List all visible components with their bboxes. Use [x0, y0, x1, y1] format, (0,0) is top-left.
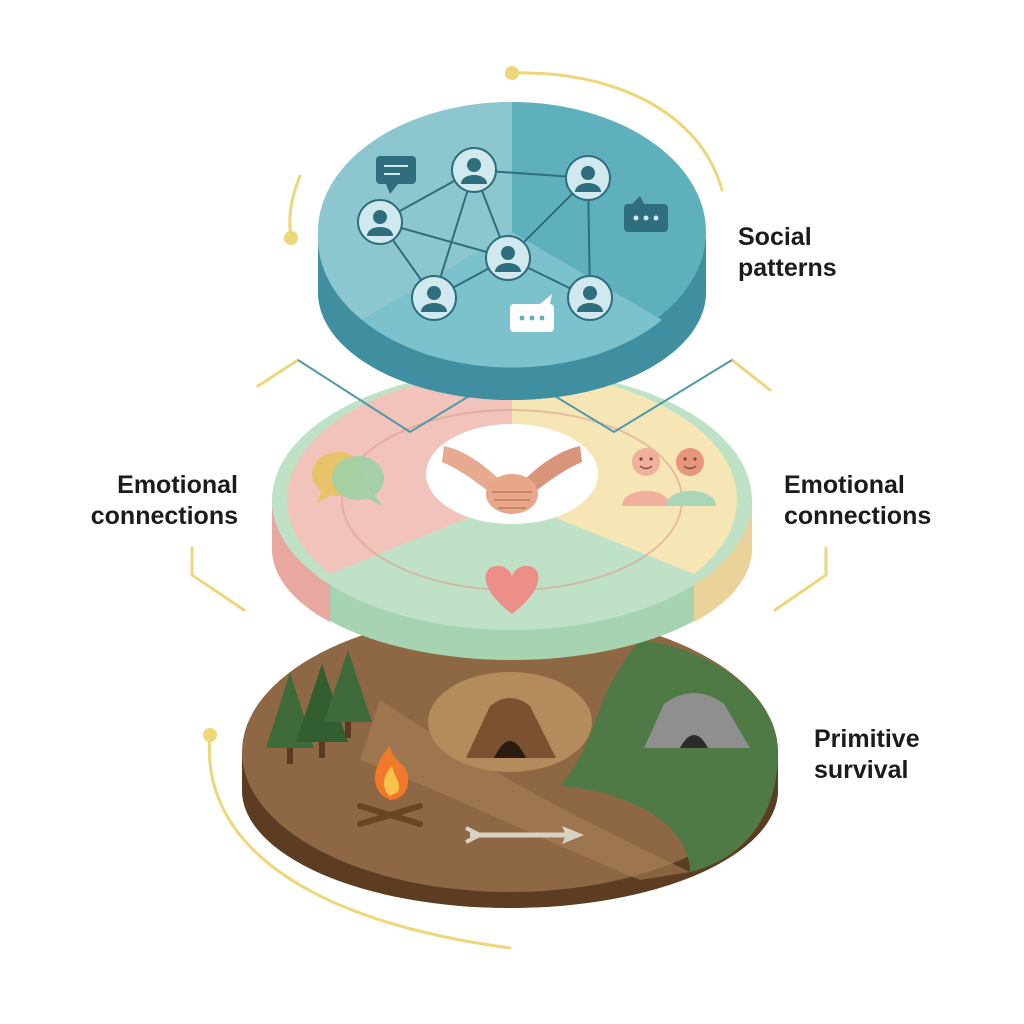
connector-left-mid	[190, 546, 246, 612]
tree-icon	[266, 650, 372, 764]
arrow-icon	[465, 826, 584, 844]
chat-icon	[624, 196, 668, 232]
person-icon	[451, 147, 497, 193]
primitive-survival-layer	[242, 612, 778, 908]
rock-cave-icon	[644, 693, 750, 748]
label-line: Social	[738, 223, 812, 251]
chat-icon	[376, 156, 416, 194]
label-line: Primitive	[814, 725, 920, 753]
campfire-icon	[357, 746, 423, 827]
person-icon	[565, 155, 611, 201]
orbit-bottom	[207, 733, 512, 950]
orbit-dot-top	[505, 66, 519, 80]
primitive-grass	[560, 640, 778, 872]
connector-left-top	[256, 358, 300, 388]
label-line: Emotional	[117, 471, 238, 499]
connector-right-mid	[773, 546, 828, 612]
person-icon	[357, 199, 403, 245]
person-icon	[485, 235, 531, 281]
label-line: connections	[784, 502, 932, 530]
orbit-dot-bottom	[203, 728, 217, 742]
label-line: connections	[90, 502, 238, 530]
social-patterns-layer	[317, 102, 706, 400]
orbit-top-right	[510, 71, 724, 192]
label-primitive-survival: Primitive survival	[814, 724, 920, 786]
social-top-bottom-sector	[362, 232, 662, 368]
smiley-faces-icon	[622, 448, 716, 506]
person-icon	[411, 275, 457, 321]
label-social-patterns: Social patterns	[738, 222, 837, 284]
connector-right-top	[730, 358, 772, 392]
emotional-top-pink	[286, 370, 512, 574]
cave-icon	[428, 672, 592, 772]
emotional-top-yellow	[512, 370, 738, 574]
person-icon	[567, 275, 613, 321]
speech-bubble-icon	[312, 452, 384, 506]
orbit-left	[288, 174, 302, 240]
chat-icon	[510, 294, 554, 332]
person-nodes	[357, 147, 613, 321]
emotional-layer	[271, 370, 753, 660]
label-line: Emotional	[784, 471, 905, 499]
label-line: survival	[814, 756, 909, 784]
orbit-accents	[190, 66, 828, 950]
orbit-dot-left	[284, 231, 298, 245]
heart-icon	[485, 565, 539, 614]
handshake-icon	[442, 446, 582, 514]
label-emotional-connections-right: Emotional connections	[784, 470, 931, 532]
label-emotional-connections-left: Emotional connections	[70, 470, 238, 532]
label-line: patterns	[738, 254, 837, 282]
